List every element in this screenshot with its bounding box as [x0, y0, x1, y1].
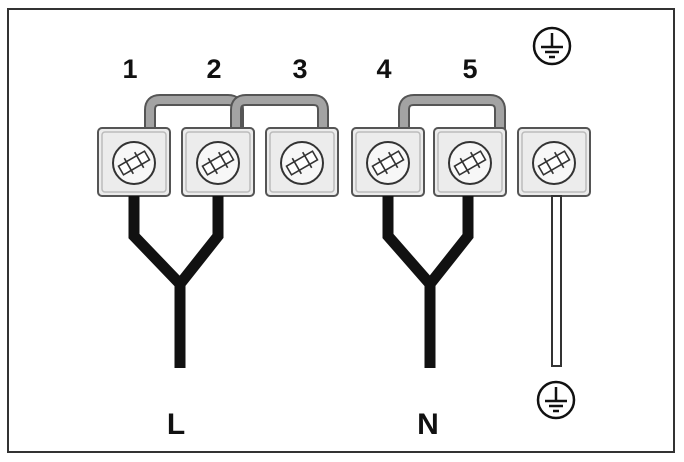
- wire-neutral: [382, 196, 474, 368]
- terminal-number-1: 1: [122, 54, 137, 84]
- terminal-block-5: [433, 127, 507, 197]
- line-label: L: [167, 408, 185, 441]
- bridge-2-3: [230, 94, 329, 140]
- wire-line: [128, 196, 224, 368]
- screw-icon: [280, 141, 324, 185]
- terminal-number-3: 3: [292, 54, 307, 84]
- wire-ground: [551, 195, 562, 367]
- terminal-number-2: 2: [206, 54, 221, 84]
- ground-icon: [536, 380, 576, 420]
- terminal-number-4: 4: [376, 54, 391, 84]
- screw-icon: [448, 141, 492, 185]
- screw-icon: [532, 141, 576, 185]
- neutral-label: N: [417, 408, 439, 441]
- screw-icon: [366, 141, 410, 185]
- terminal-block-3: [265, 127, 339, 197]
- screw-icon: [112, 141, 156, 185]
- terminal-block-2: [181, 127, 255, 197]
- terminal-block-1: [97, 127, 171, 197]
- terminal-block-ground: [517, 127, 591, 197]
- ground-icon: [532, 26, 572, 66]
- bridge-4-5: [398, 94, 506, 140]
- terminal-block-4: [351, 127, 425, 197]
- diagram-frame: [7, 8, 675, 453]
- screw-icon: [196, 141, 240, 185]
- terminal-number-5: 5: [462, 54, 477, 84]
